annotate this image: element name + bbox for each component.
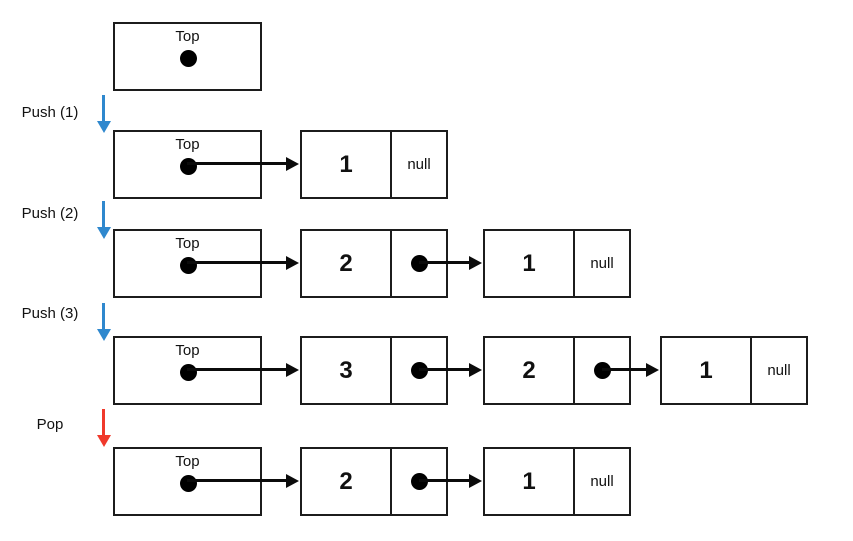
node-value-cell: 1: [485, 449, 575, 514]
node-box-2: 2: [483, 336, 631, 405]
top-pointer-dot: [179, 50, 197, 67]
top-label: Top: [175, 28, 200, 45]
push1-arrow-icon: [96, 95, 111, 133]
node-value-cell: 2: [302, 449, 392, 514]
node-value-cell: 1: [485, 231, 575, 296]
node-box-1: 1 null: [300, 130, 448, 199]
pointer-arrow: [187, 473, 299, 488]
top-pointer-dot: [179, 158, 197, 175]
node-next-cell: null: [752, 338, 806, 403]
operation-label-push1: Push (1): [21, 104, 79, 121]
top-label: Top: [175, 453, 200, 470]
node-next-cell: null: [575, 231, 629, 296]
node-value-cell: 2: [302, 231, 392, 296]
top-pointer-dot: [179, 475, 197, 492]
pointer-arrow: [602, 362, 659, 377]
operation-label-push3: Push (3): [21, 305, 79, 322]
pointer-arrow: [419, 255, 482, 270]
null-label: null: [407, 156, 431, 173]
top-box-state0: Top: [113, 22, 262, 91]
top-pointer-dot: [179, 257, 197, 274]
operation-label-push2: Push (2): [21, 205, 79, 222]
push2-arrow-icon: [96, 201, 111, 239]
pointer-arrow: [419, 473, 482, 488]
node-box-1: 1 null: [483, 447, 631, 516]
node-box-1: 1 null: [660, 336, 808, 405]
top-label: Top: [175, 342, 200, 359]
top-label: Top: [175, 235, 200, 252]
node-value-cell: 1: [662, 338, 752, 403]
top-pointer-dot: [179, 364, 197, 381]
node-next-cell: null: [392, 132, 446, 197]
node-box-1: 1 null: [483, 229, 631, 298]
node-value-cell: 2: [485, 338, 575, 403]
node-value-cell: 1: [302, 132, 392, 197]
top-label: Top: [175, 136, 200, 153]
null-label: null: [590, 255, 614, 272]
pop-arrow-icon: [96, 409, 111, 447]
push3-arrow-icon: [96, 303, 111, 341]
pointer-arrow: [187, 362, 299, 377]
node-value-cell: 3: [302, 338, 392, 403]
pointer-arrow: [419, 362, 482, 377]
operation-label-pop: Pop: [36, 416, 64, 433]
null-label: null: [767, 362, 791, 379]
node-next-cell: null: [575, 449, 629, 514]
null-label: null: [590, 473, 614, 490]
pointer-arrow: [187, 156, 299, 171]
pointer-arrow: [187, 255, 299, 270]
